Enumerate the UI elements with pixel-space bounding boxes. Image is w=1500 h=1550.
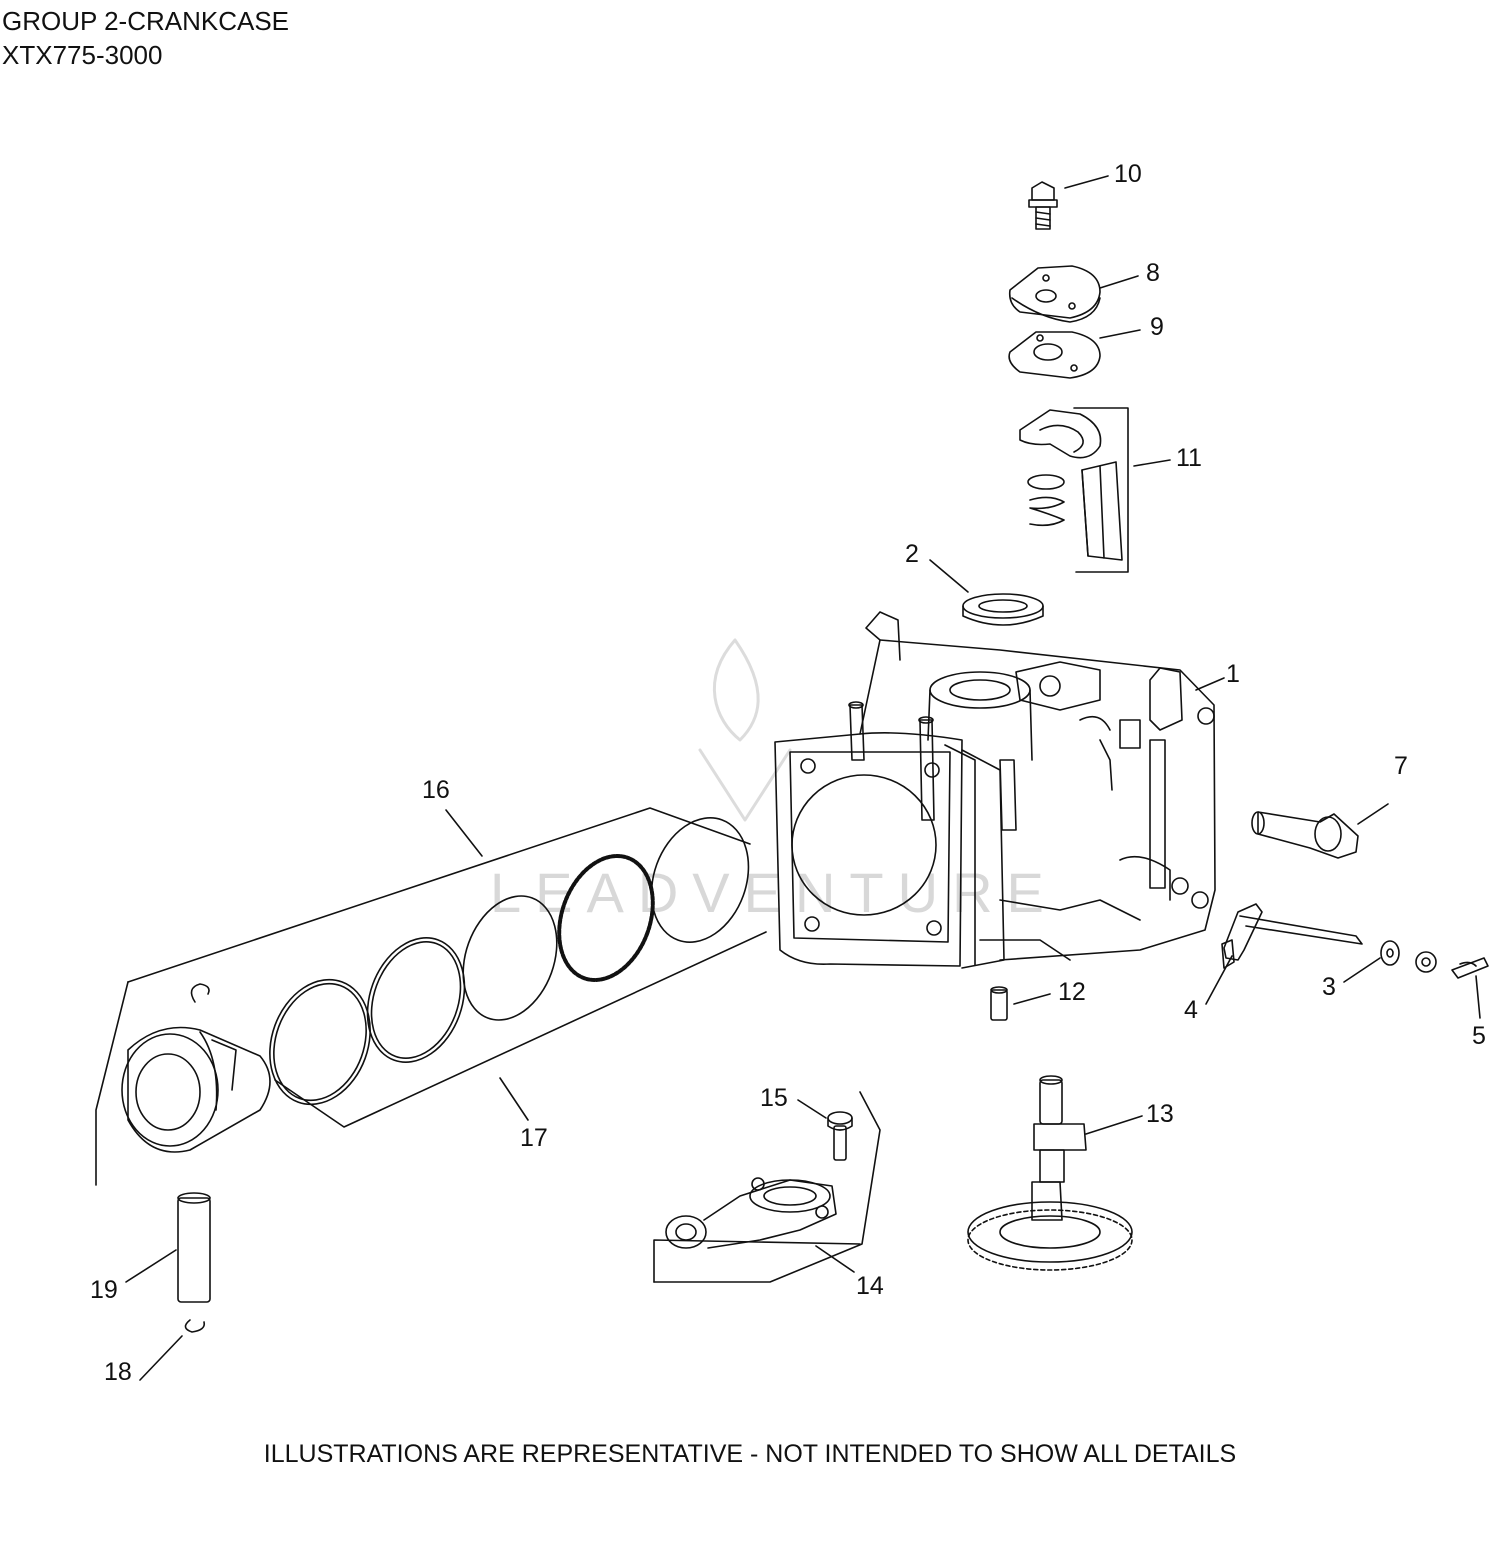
part-3-washer[interactable] xyxy=(1380,940,1437,973)
callout-19: 19 xyxy=(90,1276,118,1304)
part-19-piston-pin[interactable] xyxy=(177,1192,211,1303)
callout-16: 16 xyxy=(422,776,450,804)
part-8-cover-plate[interactable] xyxy=(1008,265,1101,323)
callout-14: 14 xyxy=(856,1272,884,1300)
part-7-breather-tube[interactable] xyxy=(1251,811,1359,859)
part-15-rod-bolt[interactable] xyxy=(827,1111,853,1161)
part-10-bolt[interactable] xyxy=(1028,181,1058,230)
part-5-hitch-pin[interactable] xyxy=(1451,957,1489,979)
part-1-crankcase[interactable] xyxy=(774,611,1216,969)
callout-15: 15 xyxy=(760,1084,788,1112)
callout-4: 4 xyxy=(1184,996,1198,1024)
callout-1: 1 xyxy=(1226,660,1240,688)
part-2-oil-seal[interactable] xyxy=(962,593,1044,626)
ring-set-bracket xyxy=(95,807,767,1186)
callout-10: 10 xyxy=(1114,160,1142,188)
callout-17: 17 xyxy=(520,1124,548,1152)
callout-8: 8 xyxy=(1146,259,1160,287)
leader-lines xyxy=(125,175,1481,1381)
disclaimer-note: ILLUSTRATIONS ARE REPRESENTATIVE - NOT I… xyxy=(263,1440,1237,1468)
watermark-text: LEADVENTURE xyxy=(490,861,1058,924)
piston[interactable] xyxy=(121,983,271,1153)
callout-11: 11 xyxy=(1176,444,1202,472)
callout-13: 13 xyxy=(1146,1100,1174,1128)
page-title: GROUP 2-CRANKCASE xyxy=(2,6,290,36)
model-number: XTX775-3000 xyxy=(2,40,163,70)
part-12-dowel-pin[interactable] xyxy=(990,986,1008,1021)
callout-labels: 1 2 3 4 5 7 8 9 10 11 12 13 14 15 16 17 … xyxy=(90,160,1486,1386)
part-14-connecting-rod[interactable] xyxy=(653,1091,881,1283)
part-4-governor-shaft[interactable] xyxy=(1221,903,1363,969)
part-18-retaining-ring[interactable] xyxy=(184,1319,206,1333)
callout-18: 18 xyxy=(104,1358,132,1386)
part-13-camshaft[interactable] xyxy=(967,1075,1133,1271)
part-9-gasket[interactable] xyxy=(1008,331,1101,379)
callout-9: 9 xyxy=(1150,313,1164,341)
part-11-valve-kit[interactable] xyxy=(1019,407,1129,573)
part-17-piston-rings[interactable] xyxy=(253,804,765,1118)
callout-7: 7 xyxy=(1394,752,1408,780)
callout-5: 5 xyxy=(1472,1022,1486,1050)
callout-2: 2 xyxy=(905,540,919,568)
callout-3: 3 xyxy=(1322,973,1336,1001)
callout-12: 12 xyxy=(1058,978,1086,1006)
